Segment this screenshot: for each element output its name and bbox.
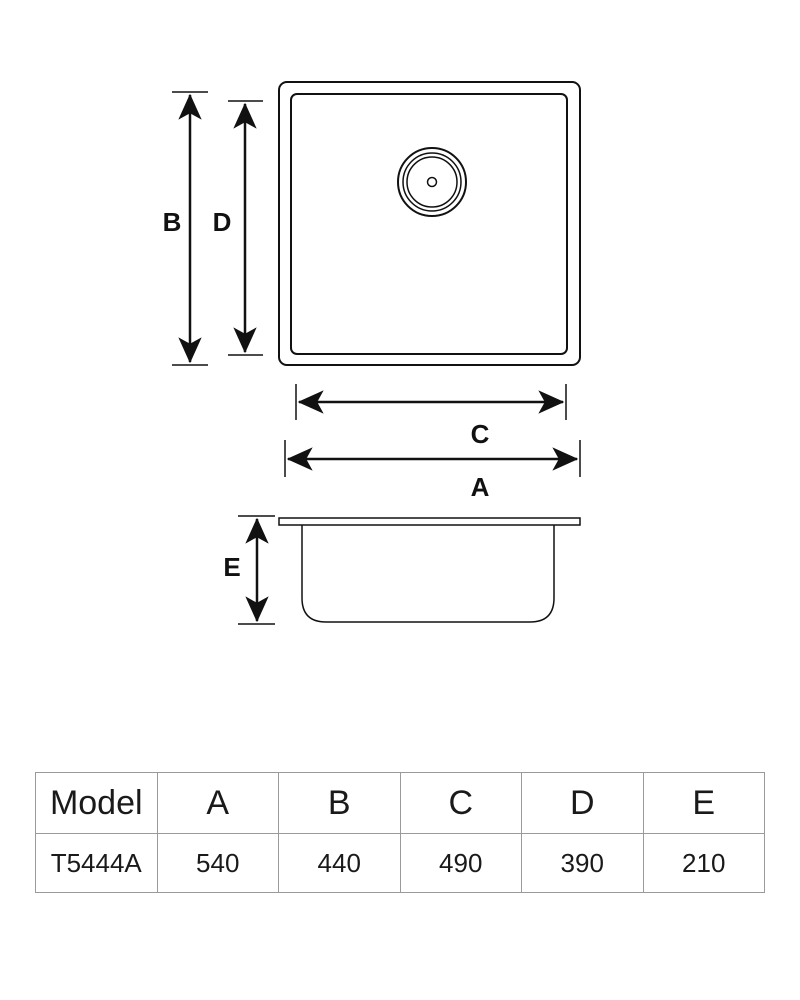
cell-b: 440 bbox=[278, 833, 401, 893]
dimension-c-label: C bbox=[471, 419, 490, 449]
header-e: E bbox=[642, 772, 765, 834]
table-header-row: Model A B C D E bbox=[35, 772, 765, 834]
dimension-e: E bbox=[223, 515, 275, 625]
cell-model: T5444A bbox=[35, 833, 158, 893]
dimension-e-label: E bbox=[223, 552, 240, 582]
dimension-c: C bbox=[295, 384, 567, 449]
cell-c: 490 bbox=[399, 833, 522, 893]
sink-outer-rim bbox=[278, 81, 581, 366]
sink-inner-bowl bbox=[290, 93, 568, 355]
dimension-d-label: D bbox=[213, 207, 232, 237]
dimension-d: D bbox=[213, 100, 263, 356]
dimension-a: A bbox=[284, 440, 581, 502]
cell-d: 390 bbox=[521, 833, 644, 893]
drain-icon bbox=[397, 147, 467, 217]
header-b: B bbox=[278, 772, 401, 834]
cell-a: 540 bbox=[156, 833, 279, 893]
sink-side-flange bbox=[278, 517, 581, 526]
sink-side-view bbox=[278, 517, 581, 623]
header-c: C bbox=[399, 772, 522, 834]
header-a: A bbox=[156, 772, 279, 834]
dimension-a-label: A bbox=[471, 472, 490, 502]
header-d: D bbox=[521, 772, 644, 834]
sink-side-bowl bbox=[301, 525, 555, 623]
header-model: Model bbox=[35, 772, 158, 834]
dimension-b: B bbox=[163, 91, 208, 366]
dimension-b-label: B bbox=[163, 207, 182, 237]
sink-top-view bbox=[278, 81, 581, 366]
table-row: T5444A 540 440 490 390 210 bbox=[35, 833, 765, 893]
cell-e: 210 bbox=[642, 833, 765, 893]
sink-dimension-drawing: B D C A E bbox=[163, 81, 581, 625]
dimension-spec-table: Model A B C D E T5444A 540 440 490 390 2… bbox=[35, 772, 765, 893]
